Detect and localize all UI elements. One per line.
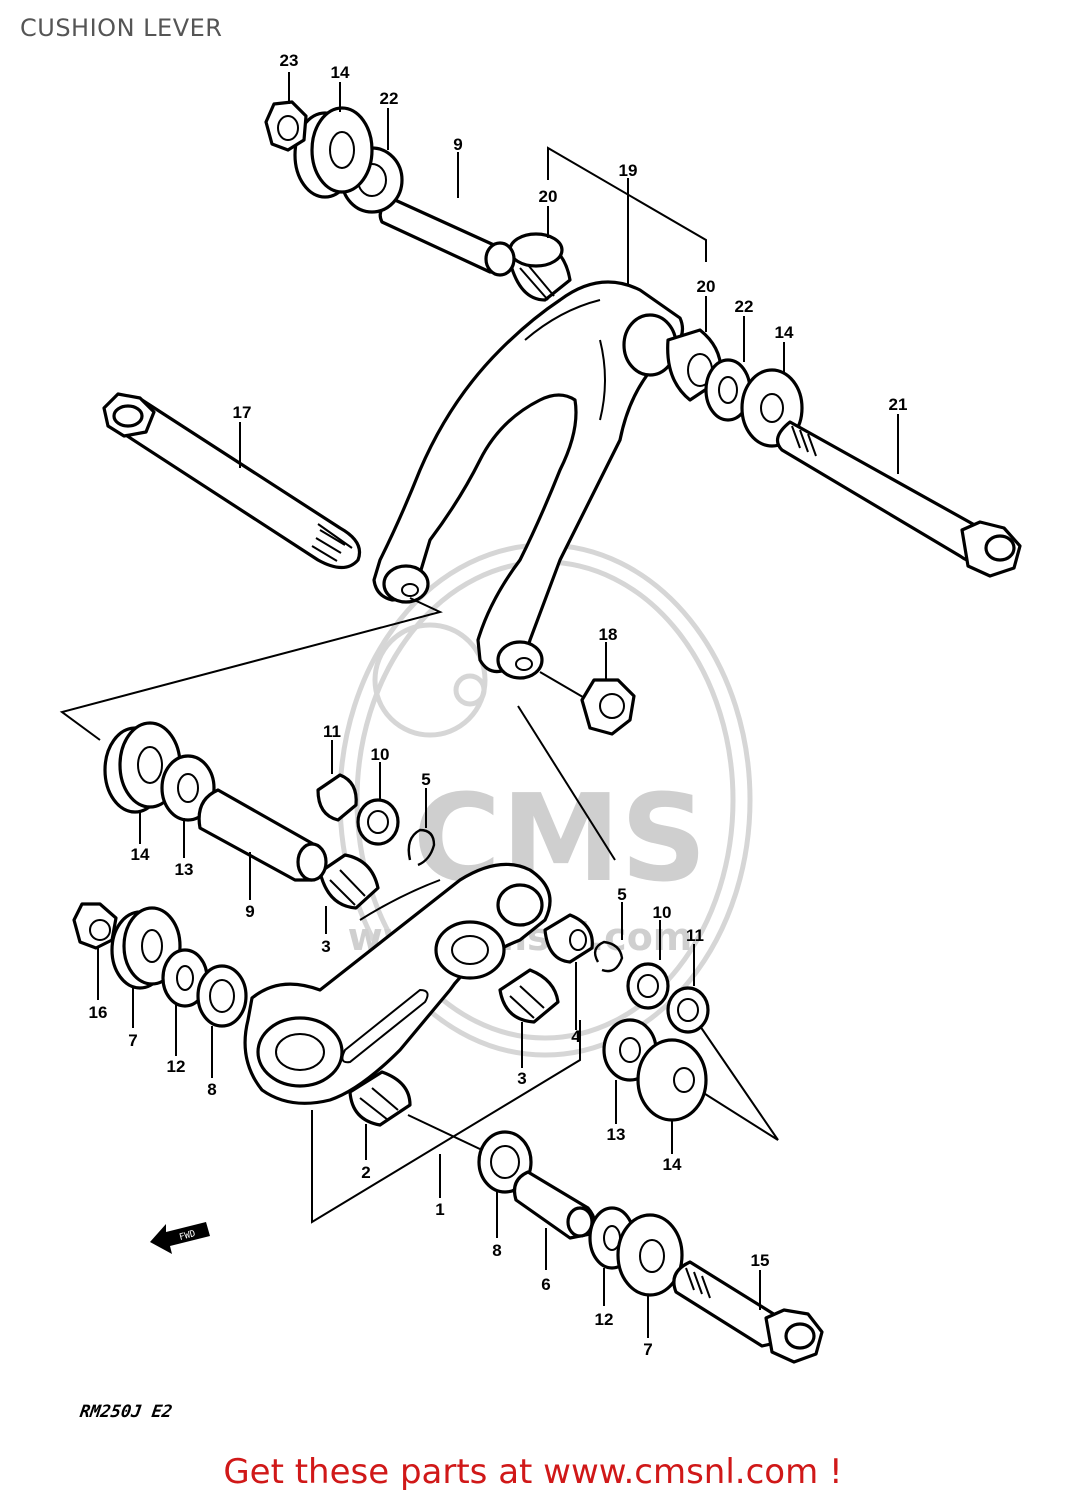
bolt-21 xyxy=(775,420,1022,578)
callout-19: 19 xyxy=(619,161,638,180)
nut-18 xyxy=(539,671,636,736)
fwd-label: FWD xyxy=(178,1229,196,1243)
fwd-arrow-icon: FWD xyxy=(150,1222,210,1254)
callout-9-b: 9 xyxy=(245,902,254,921)
cushion-lever-assembly xyxy=(72,721,824,1364)
model-code: RM250J E2 xyxy=(78,1402,174,1422)
callout-3-b: 3 xyxy=(517,1069,526,1088)
bush-11-upper xyxy=(316,773,358,822)
leader-lines xyxy=(97,72,899,1338)
callout-13-a: 13 xyxy=(175,860,194,879)
callout-labels: 23 14 22 9 20 19 20 22 14 21 17 18 11 10… xyxy=(89,51,908,1359)
seal-10-upper xyxy=(356,798,400,846)
callout-5-a: 5 xyxy=(421,770,430,789)
callout-2: 2 xyxy=(361,1163,370,1182)
callout-11-a: 11 xyxy=(323,722,341,741)
seal-10-lower xyxy=(626,962,670,1010)
cushion-rod-assembly xyxy=(102,100,1022,736)
callout-8-b: 8 xyxy=(492,1241,501,1260)
bearing-20-left xyxy=(508,232,572,302)
callout-20-b: 20 xyxy=(697,277,716,296)
spacer-4 xyxy=(543,913,594,964)
seal-14-right-lower xyxy=(636,1038,708,1122)
bush-11-lower xyxy=(666,986,710,1034)
cta-link[interactable]: Get these parts at www.cmsnl.com ! xyxy=(223,1452,843,1492)
circlip-5-lower xyxy=(593,940,624,973)
callout-23: 23 xyxy=(280,51,299,70)
bearing-3-lower xyxy=(498,968,560,1024)
bearing-3-upper xyxy=(318,853,380,910)
callout-11-b: 11 xyxy=(686,926,704,945)
callout-22-b: 22 xyxy=(735,297,754,316)
callout-16: 16 xyxy=(89,1003,108,1022)
callout-9-a: 9 xyxy=(453,135,462,154)
callout-20-a: 20 xyxy=(539,187,558,206)
callout-4: 4 xyxy=(571,1027,581,1046)
callout-8-a: 8 xyxy=(207,1080,216,1099)
callout-18: 18 xyxy=(599,625,618,644)
callout-6: 6 xyxy=(541,1275,550,1294)
callout-14-b: 14 xyxy=(775,323,794,342)
callout-22-a: 22 xyxy=(380,89,399,108)
cushion-lever-1 xyxy=(243,862,552,1105)
circlip-5-upper xyxy=(407,828,436,867)
callout-12-a: 12 xyxy=(167,1057,186,1076)
callout-10-b: 10 xyxy=(653,903,672,922)
spacer-6 xyxy=(512,1170,597,1240)
callout-5-b: 5 xyxy=(617,885,626,904)
callout-14-d: 14 xyxy=(663,1155,682,1174)
spacer-9-top xyxy=(378,198,516,277)
callout-3-a: 3 xyxy=(321,937,330,956)
seal-14-top xyxy=(293,106,374,199)
bearing-2 xyxy=(348,1070,412,1127)
bolt-17 xyxy=(102,392,362,570)
spacer-9-lower xyxy=(197,788,328,882)
callout-7-a: 7 xyxy=(128,1031,137,1050)
page-title: CUSHION LEVER xyxy=(20,14,223,42)
callout-15: 15 xyxy=(751,1251,770,1270)
callout-14-a: 14 xyxy=(331,63,350,82)
callout-13-b: 13 xyxy=(607,1125,626,1144)
callout-14-c: 14 xyxy=(131,845,150,864)
callout-10-a: 10 xyxy=(371,745,390,764)
callout-21: 21 xyxy=(889,395,908,414)
callout-12-b: 12 xyxy=(595,1310,614,1329)
bolt-15 xyxy=(672,1260,824,1364)
bush-8-left xyxy=(196,964,248,1028)
seal-7-lower xyxy=(616,1213,684,1297)
nut-23 xyxy=(264,100,308,152)
cushion-rod-19 xyxy=(372,280,685,680)
nut-16 xyxy=(72,902,118,950)
callout-1: 1 xyxy=(435,1200,444,1219)
callout-7-b: 7 xyxy=(643,1340,652,1359)
callout-17: 17 xyxy=(233,403,252,422)
